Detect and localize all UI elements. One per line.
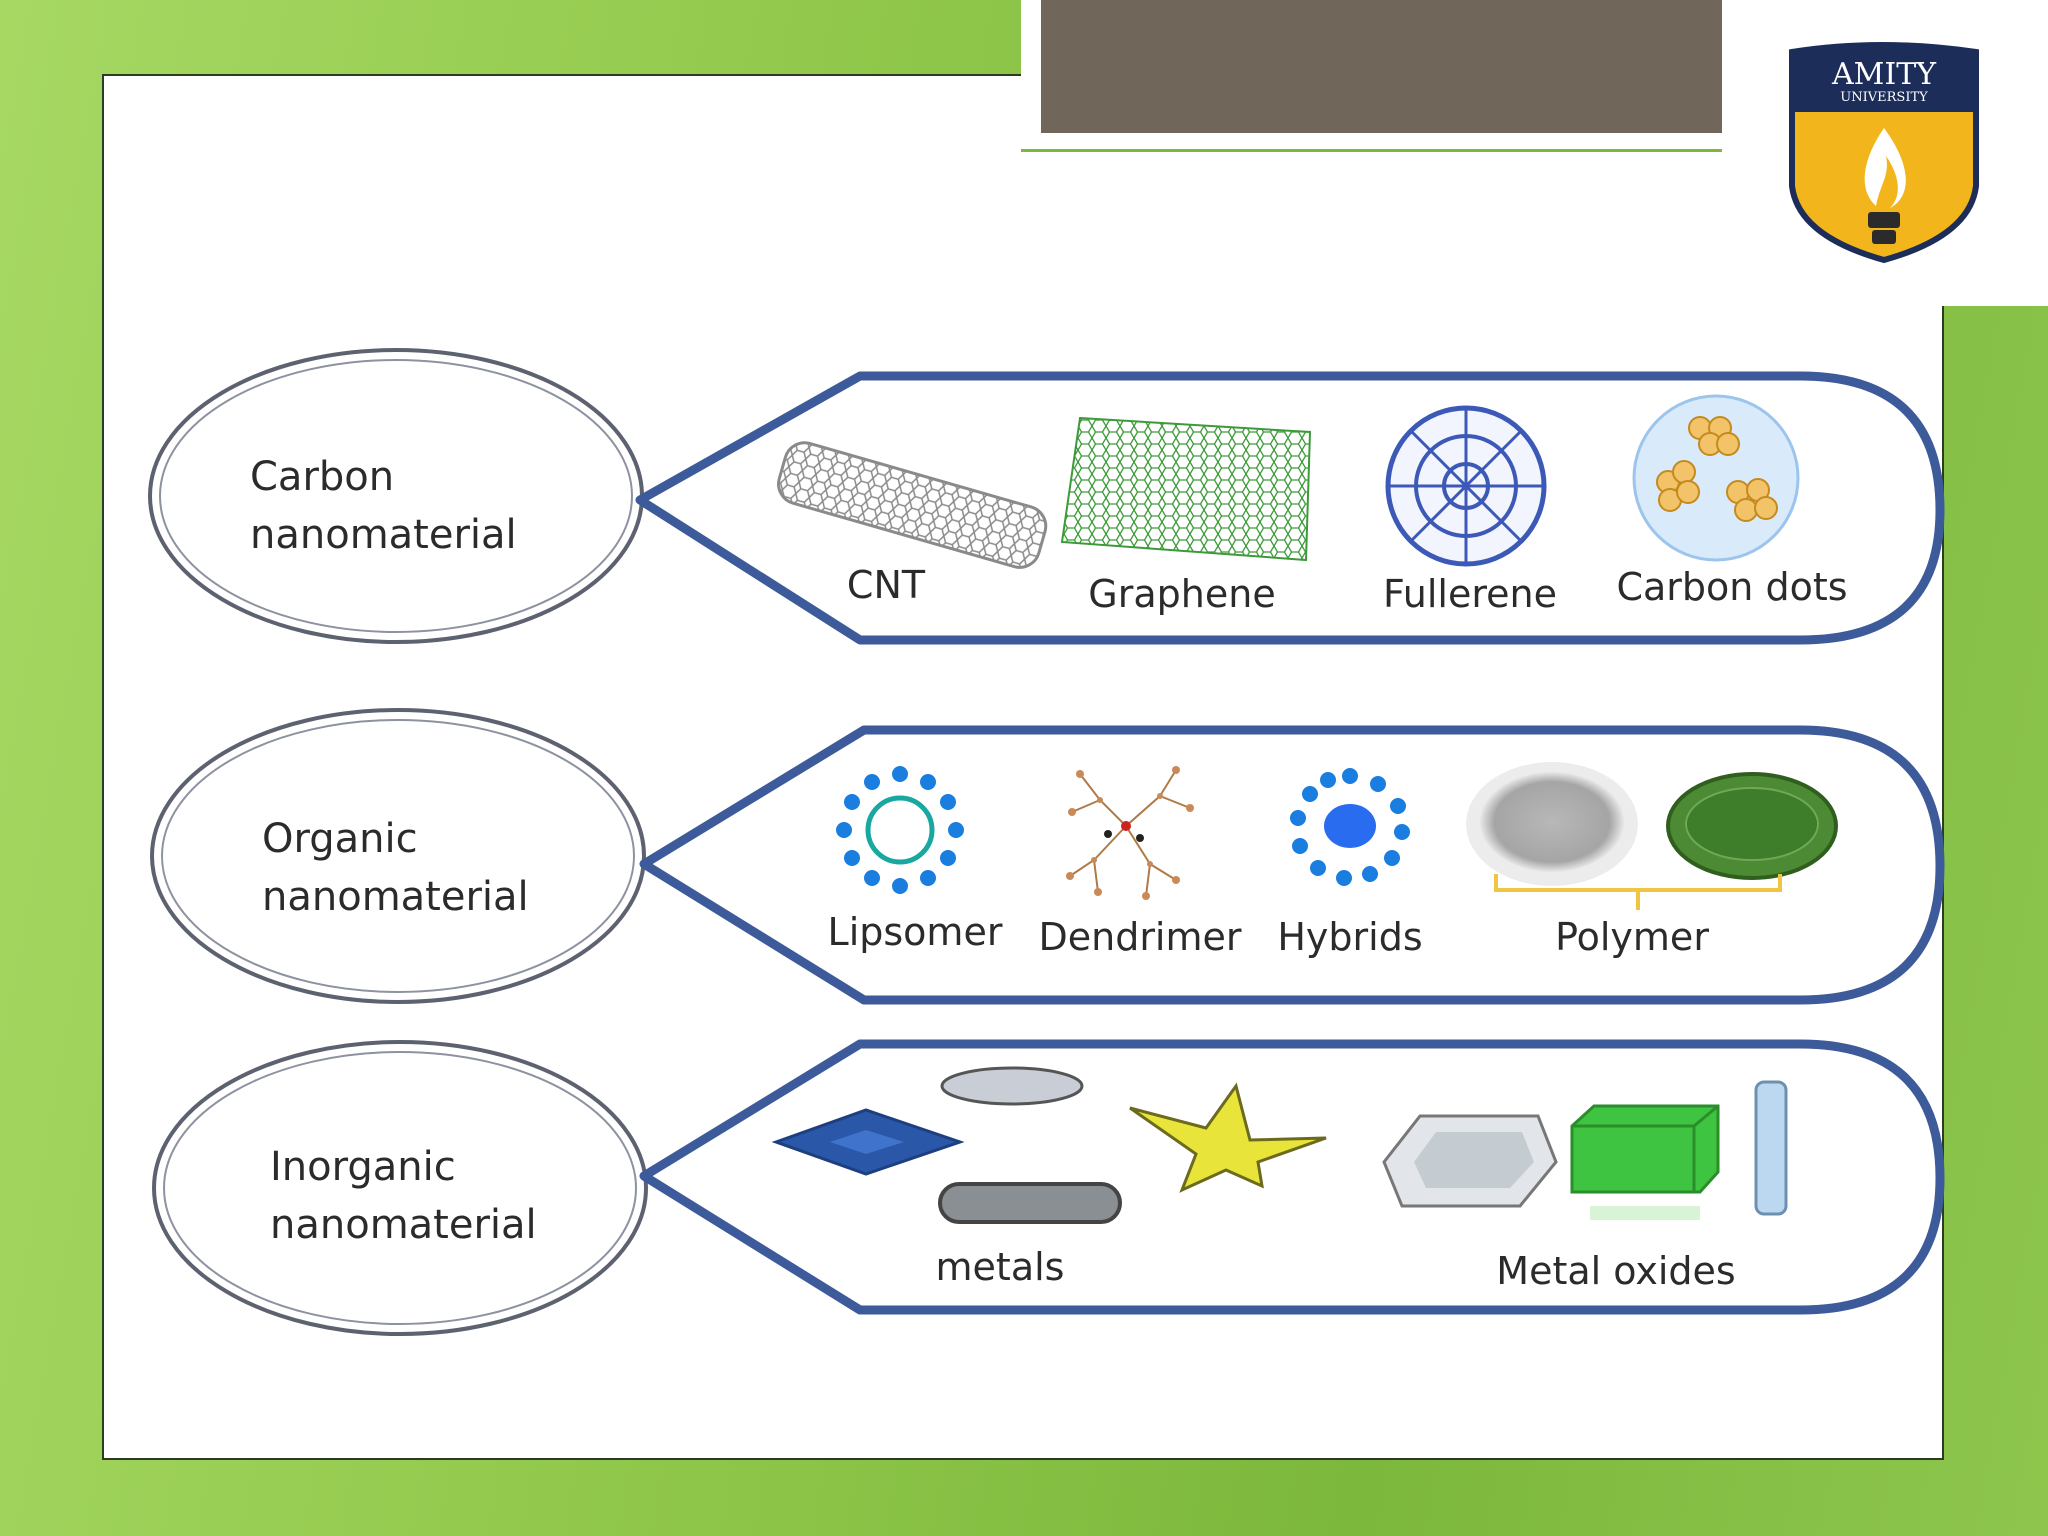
item-label-dendrimer: Dendrimer [1038,915,1241,959]
logo-name: AMITY [1831,57,1937,92]
item-label-polymer: Polymer [1555,915,1709,959]
category-ellipse-organic [150,708,646,1004]
dendrimer-icon [1066,766,1194,900]
amity-logo: AMITY UNIVERSITY [1789,42,1979,264]
item-label-graphene: Graphene [1088,572,1275,616]
item-label-carbon-dots: Carbon dots [1616,565,1847,609]
item-label-lipsomer: Lipsomer [828,910,1003,954]
row-organic: Organic nanomaterial [150,708,1945,1005]
item-label-metals: metals [936,1245,1065,1289]
metal-oxides-icon [1382,1080,1788,1220]
category-label-organic: Organic nanomaterial [262,816,529,920]
category-label-inorganic: Inorganic nanomaterial [270,1144,537,1248]
liposome-icon [836,766,964,894]
item-panel-inorganic [639,1039,1945,1315]
polymer-icon [1466,762,1838,910]
category-ellipse-inorganic [152,1040,648,1336]
logo-sub: UNIVERSITY [1840,90,1928,105]
cnt-icon [777,441,1048,569]
item-label-hybrids: Hybrids [1277,915,1422,959]
row-carbon: Carbon nanomaterial CNT Gr [148,348,1945,645]
item-label-metal-oxides: Metal oxides [1496,1249,1735,1293]
graphene-icon [1060,416,1312,562]
row-inorganic: Inorganic nanomaterial metals Metal oxid… [152,1039,1945,1336]
item-label-cnt: CNT [847,563,926,607]
title-box [1021,0,1723,152]
item-label-fullerene: Fullerene [1383,572,1557,616]
title-bar [1041,0,1723,133]
category-label-carbon: Carbon nanomaterial [250,454,517,558]
fullerene-icon [1385,405,1547,567]
metals-icon [771,1066,1327,1224]
hybrids-icon [1290,768,1410,886]
carbon-dots-icon [1632,394,1800,562]
